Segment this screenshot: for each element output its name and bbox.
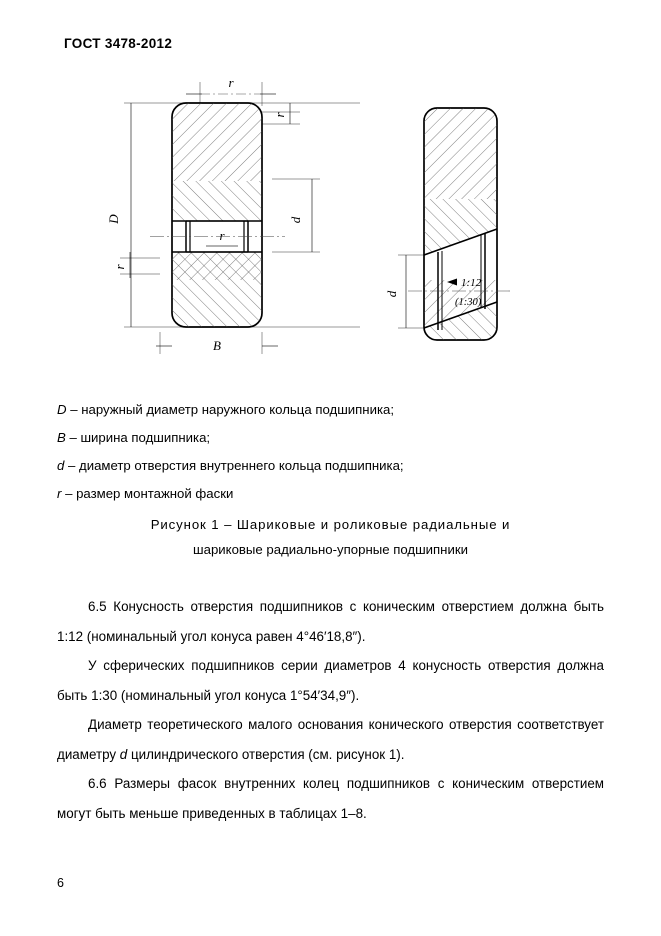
body-text-block: 6.5 Конусность отверстия подшипников с к… xyxy=(57,592,604,828)
paragraph-spherical: У сферических подшипников серии диаметро… xyxy=(57,658,604,703)
left-bearing-section xyxy=(120,82,360,354)
label-taper-primary: 1:12 xyxy=(461,277,482,289)
label-r-top: r xyxy=(228,75,234,90)
legend-symbol-r: r xyxy=(57,486,62,501)
legend-item-d: d – диаметр отверстия внутреннего кольца… xyxy=(57,452,597,480)
outer-ring-top-hatch xyxy=(172,103,262,181)
legend-symbol-B: B xyxy=(57,430,66,445)
legend-item-B: B – ширина подшипника; xyxy=(57,424,597,452)
tapered-top-hatch xyxy=(424,108,497,199)
standard-number-header: ГОСТ 3478-2012 xyxy=(64,36,173,51)
legend-text-d: диаметр отверстия внутреннего кольца под… xyxy=(79,458,404,473)
paragraph-theoretical-diameter: Диаметр теоретического малого основания … xyxy=(57,710,604,769)
paragraph-theoretical-symbol-d: d xyxy=(119,746,128,762)
legend-item-r: r – размер монтажной фаски xyxy=(57,480,597,508)
taper-symbol-icon xyxy=(447,278,457,286)
figure-caption-line-2: шариковые радиально-упорные подшипники xyxy=(193,542,468,557)
label-r-left: r xyxy=(112,264,127,270)
label-taper-secondary: (1:30) xyxy=(455,297,482,308)
label-D: D xyxy=(106,214,121,225)
bearing-cross-section-svg: D d B r r r r d 1:12 (1:30) xyxy=(106,75,512,354)
legend-item-D: D – наружный диаметр наружного кольца по… xyxy=(57,396,597,424)
legend-dash-r: – xyxy=(61,486,77,501)
legend-symbol-D: D xyxy=(57,402,67,417)
legend-text-r: размер монтажной фаски xyxy=(76,486,234,501)
legend-dash-d: – xyxy=(64,458,80,473)
paragraph-theoretical-part-2: цилиндрического отверстия (см. рисунок 1… xyxy=(127,746,405,762)
legend-dash-D: – xyxy=(66,402,82,417)
label-d-right-drawing: d xyxy=(384,290,399,297)
legend-dash-B: – xyxy=(65,430,81,445)
figure-legend: D – наружный диаметр наружного кольца по… xyxy=(57,396,597,508)
figure-1-drawing: D d B r r r r d 1:12 (1:30) xyxy=(0,62,661,362)
right-bearing-section xyxy=(398,107,512,341)
legend-text-B: ширина подшипника; xyxy=(80,430,211,445)
label-r-right: r xyxy=(272,112,287,118)
label-d-left-drawing: d xyxy=(288,216,303,223)
tapered-top-hatch-2 xyxy=(424,199,497,255)
figure-caption: Рисунок 1 – Шариковые и роликовые радиал… xyxy=(0,512,661,562)
paragraph-6-6: 6.6 Размеры фасок внутренних колец подши… xyxy=(57,776,604,821)
figure-caption-line-1: Рисунок 1 – Шариковые и роликовые радиал… xyxy=(150,517,511,532)
outer-ring-bottom-hatch-2 xyxy=(172,252,262,280)
legend-text-D: наружный диаметр наружного кольца подшип… xyxy=(81,402,395,417)
tapered-bottom-hatch xyxy=(424,302,497,340)
paragraph-theoretical-part-1: Диаметр теоретического малого основания … xyxy=(57,717,604,762)
paragraph-6-5: 6.5 Конусность отверстия подшипников с к… xyxy=(57,599,604,644)
label-r-inner: r xyxy=(219,228,225,243)
label-B: B xyxy=(213,338,221,353)
page-number: 6 xyxy=(57,876,64,890)
legend-symbol-d: d xyxy=(57,458,65,473)
outer-ring-top-hatch-2 xyxy=(172,181,262,221)
